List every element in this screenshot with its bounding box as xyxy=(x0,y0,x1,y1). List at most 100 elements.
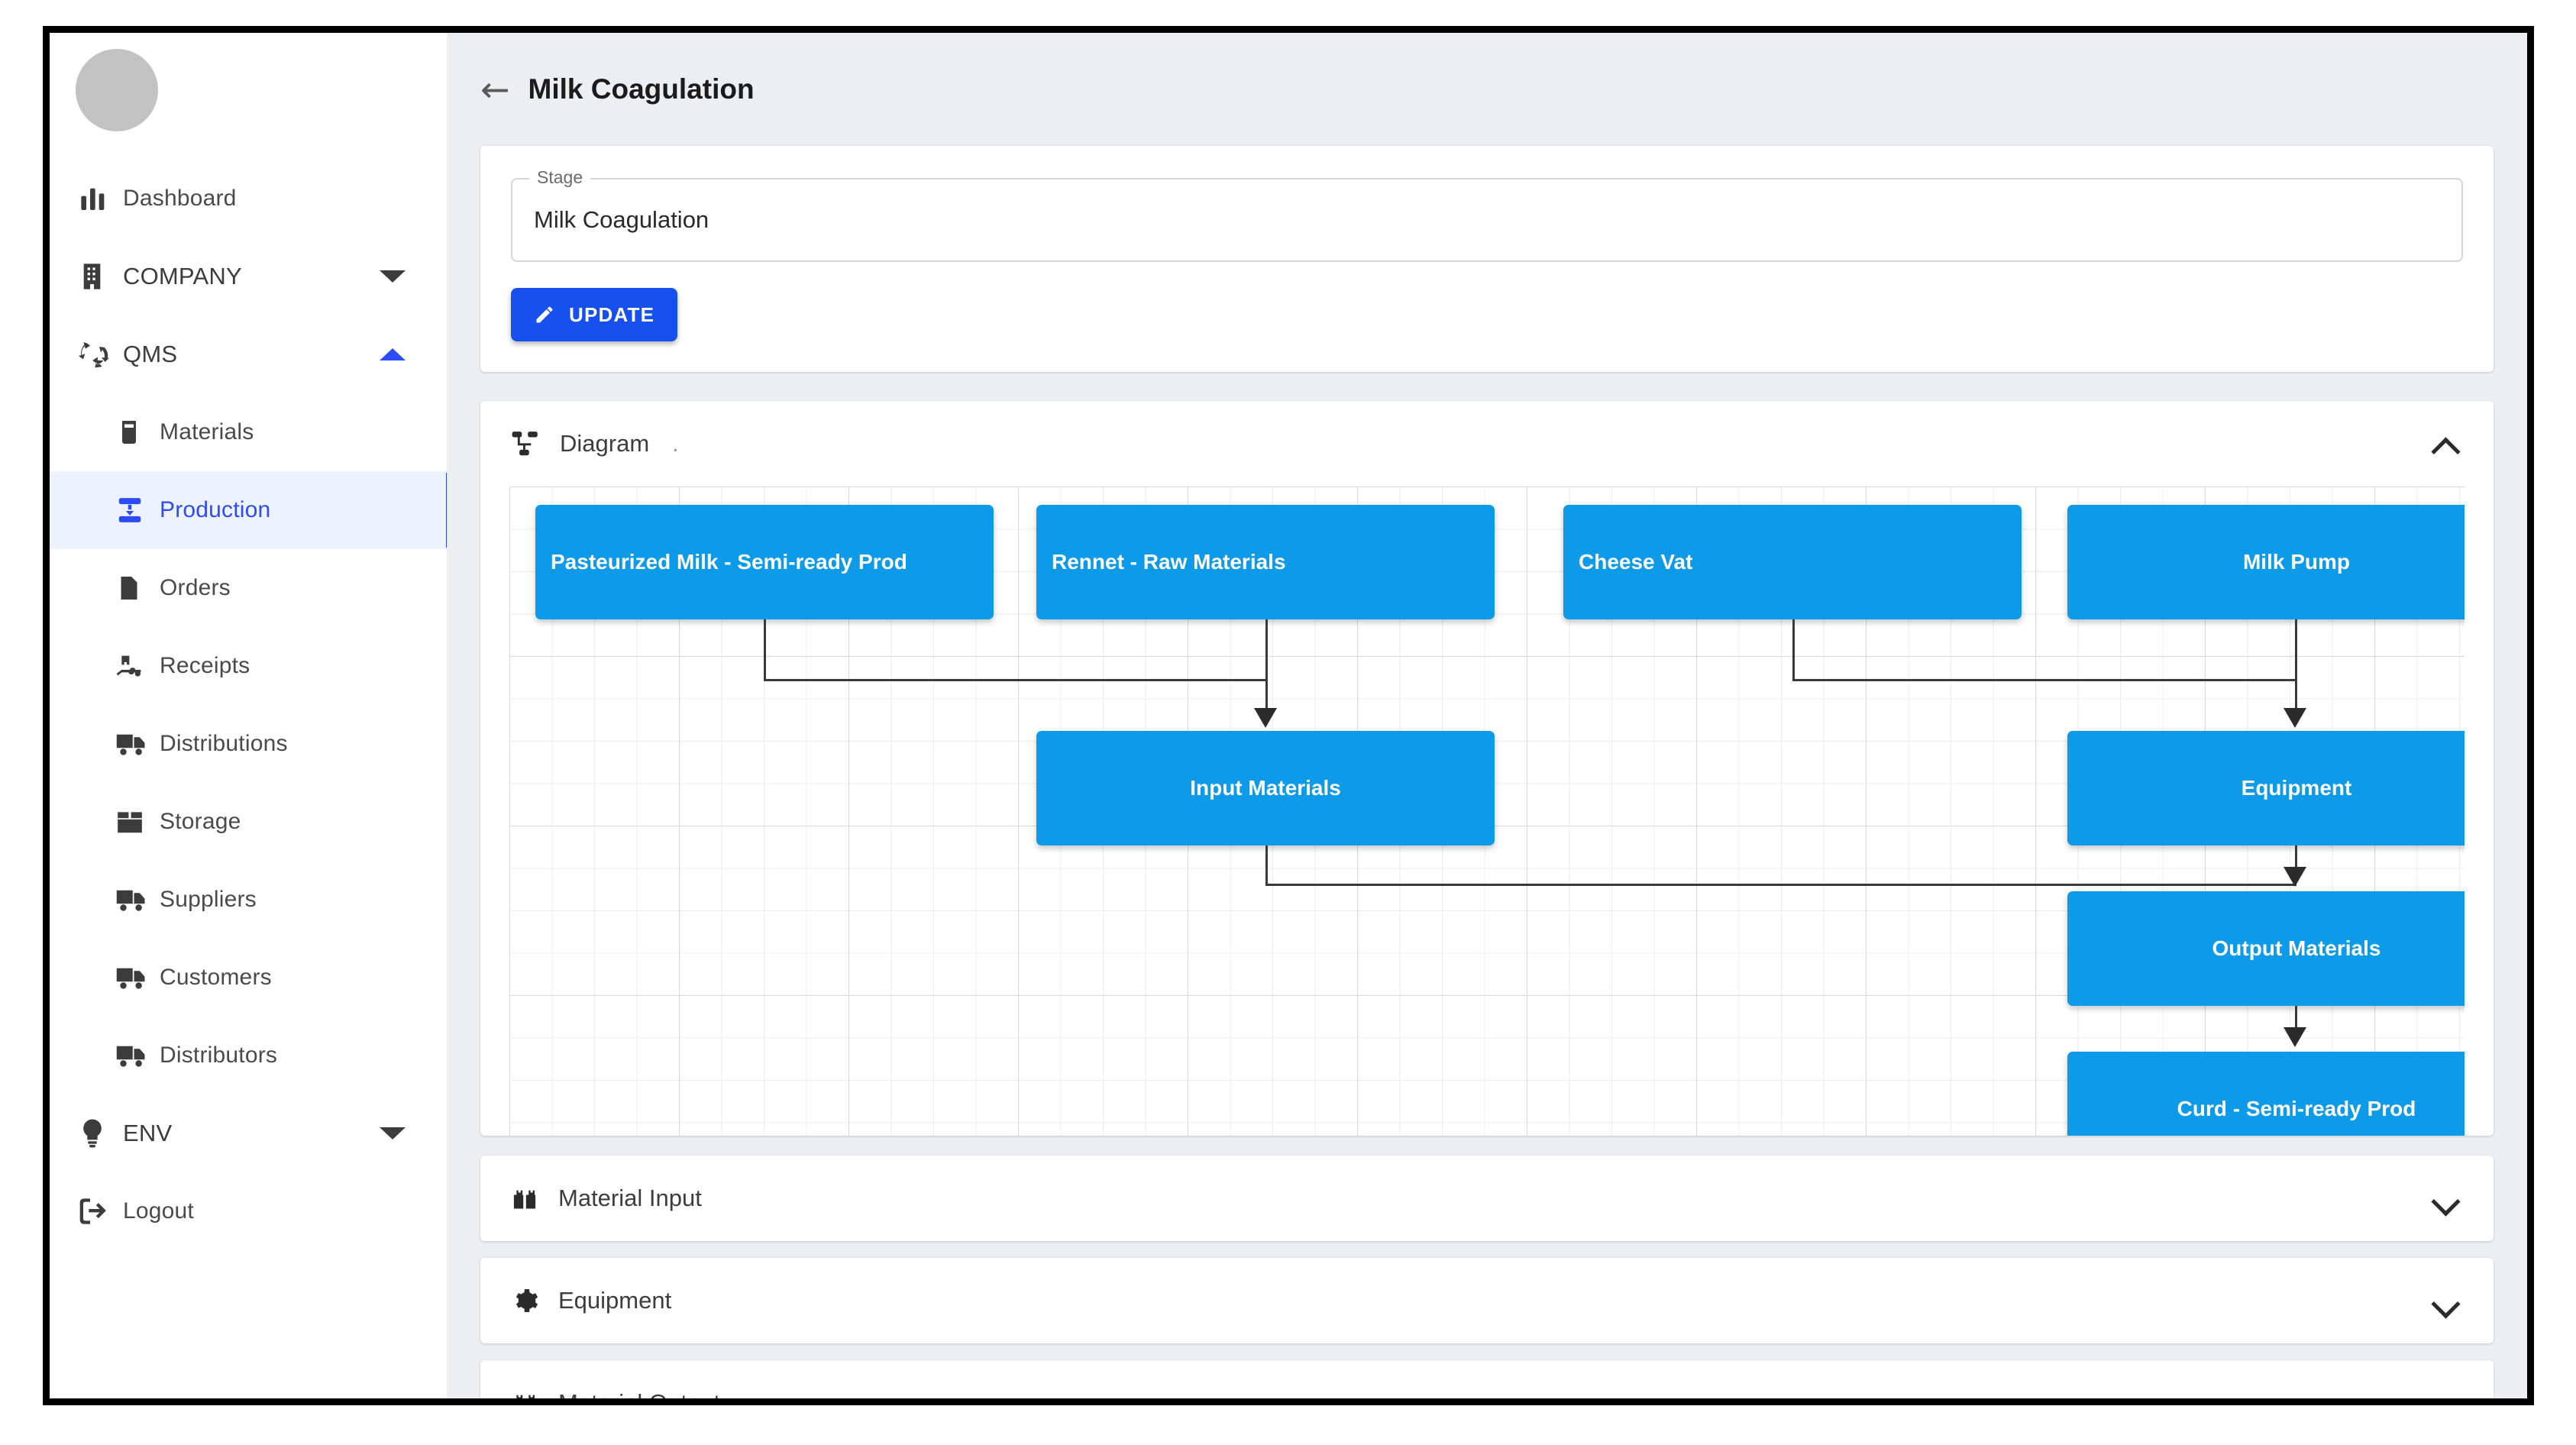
node-label: Output Materials xyxy=(2212,936,2381,960)
sidebar-nav: Dashboard COMPANY QMS xyxy=(50,147,451,1250)
node-label: Curd - Semi-ready Prod xyxy=(2177,1097,2416,1120)
chevron-down-icon[interactable] xyxy=(2432,1390,2458,1398)
main-content: ← Milk Coagulation Stage Milk Coagulatio… xyxy=(447,33,2527,1398)
sidebar-item-label: Materials xyxy=(160,419,254,444)
chevron-down-icon[interactable] xyxy=(380,270,406,283)
diagram-node-output-materials[interactable]: Output Materials xyxy=(2067,891,2464,1006)
sidebar-item-distributors[interactable]: Distributors xyxy=(50,1017,447,1094)
building-icon xyxy=(79,261,123,292)
diagram-panel: Diagram . Pasteurized Milk - Semi-ready … xyxy=(480,401,2494,1136)
sidebar-item-receipts[interactable]: Receipts xyxy=(50,627,447,705)
page-title: Milk Coagulation xyxy=(528,73,755,105)
boxes-icon xyxy=(511,1185,538,1212)
bar-chart-icon xyxy=(79,183,123,214)
chevron-down-icon[interactable] xyxy=(2432,1185,2458,1211)
gear-icon xyxy=(511,1287,538,1314)
edge-milkpump-to-equipment xyxy=(2295,619,2297,711)
pallet-truck-icon xyxy=(115,652,160,680)
sidebar-item-company[interactable]: COMPANY xyxy=(50,238,447,315)
box-icon xyxy=(115,808,160,836)
node-label: Pasteurized Milk - Semi-ready Prod xyxy=(551,550,907,574)
section-header[interactable]: Material Input xyxy=(480,1156,2494,1241)
sidebar-item-label: Storage xyxy=(160,809,241,834)
sidebar-item-orders[interactable]: Orders xyxy=(50,549,447,627)
node-label: Equipment xyxy=(2241,776,2352,800)
sidebar-item-label: Orders xyxy=(160,575,231,600)
update-button[interactable]: UPDATE xyxy=(511,288,678,341)
section-material-input: Material Input xyxy=(480,1156,2494,1241)
edge-output-to-curd xyxy=(2295,1006,2297,1030)
sidebar-item-suppliers[interactable]: Suppliers xyxy=(50,861,447,939)
diagram-node-cheese-vat[interactable]: Cheese Vat xyxy=(1563,505,2022,619)
section-header[interactable]: Material Output xyxy=(480,1360,2494,1398)
chevron-down-icon[interactable] xyxy=(2432,1288,2458,1314)
chevron-down-icon[interactable] xyxy=(380,1127,406,1140)
chevron-up-icon[interactable] xyxy=(380,348,406,360)
truck-icon xyxy=(115,1043,160,1068)
sidebar-item-storage[interactable]: Storage xyxy=(50,783,447,861)
page-header: ← Milk Coagulation xyxy=(447,33,2527,146)
diagram-node-icon xyxy=(511,429,540,458)
edge-pasteurized-to-input-seg2 xyxy=(764,679,1268,681)
arrow-head-curd xyxy=(2283,1027,2306,1047)
node-label: Input Materials xyxy=(1190,776,1341,800)
sidebar-item-label: Distributions xyxy=(160,731,288,756)
sidebar-item-qms[interactable]: QMS xyxy=(50,315,447,393)
diagram-node-rennet[interactable]: Rennet - Raw Materials xyxy=(1036,505,1495,619)
truck-icon xyxy=(115,731,160,757)
sidebar-item-distributions[interactable]: Distributions xyxy=(50,705,447,783)
diagram-panel-title: Diagram xyxy=(560,430,650,457)
sidebar-item-label: ENV xyxy=(123,1120,173,1146)
diagram-node-curd[interactable]: Curd - Semi-ready Prod xyxy=(2067,1052,2464,1136)
bottom-sections: Material Input Equipment xyxy=(447,1156,2527,1398)
diagram-canvas[interactable]: Pasteurized Milk - Semi-ready Prod Renne… xyxy=(509,487,2464,1136)
back-arrow-icon[interactable]: ← xyxy=(480,69,510,110)
pencil-icon xyxy=(534,304,555,325)
diagram-panel-header[interactable]: Diagram . xyxy=(480,401,2494,487)
sidebar-item-label: QMS xyxy=(123,341,178,367)
diagram-node-equipment[interactable]: Equipment xyxy=(2067,731,2464,845)
sidebar-item-label: Suppliers xyxy=(160,887,257,912)
sidebar-item-label: Logout xyxy=(123,1198,194,1224)
sidebar-item-label: Distributors xyxy=(160,1043,278,1068)
sidebar-item-label: Receipts xyxy=(160,653,250,678)
diagram-node-input-materials[interactable]: Input Materials xyxy=(1036,731,1495,845)
sidebar: Dashboard COMPANY QMS xyxy=(50,33,451,1398)
document-icon xyxy=(115,574,160,602)
chevron-up-icon[interactable] xyxy=(2432,431,2458,457)
app-window: Dashboard COMPANY QMS xyxy=(43,26,2534,1405)
production-icon xyxy=(115,496,160,525)
sidebar-item-materials[interactable]: Materials xyxy=(50,393,447,471)
stage-field[interactable]: Stage Milk Coagulation xyxy=(511,167,2463,262)
sidebar-item-customers[interactable]: Customers xyxy=(50,939,447,1017)
stage-panel: Stage Milk Coagulation UPDATE xyxy=(480,146,2494,372)
recycle-icon xyxy=(79,339,123,370)
sidebar-item-logout[interactable]: Logout xyxy=(50,1172,447,1250)
sidebar-item-label: COMPANY xyxy=(123,263,242,289)
section-title: Material Input xyxy=(558,1185,702,1211)
edge-pasteurized-to-input-seg1 xyxy=(764,619,766,680)
node-label: Rennet - Raw Materials xyxy=(1052,550,1286,574)
diagram-node-pasteurized-milk[interactable]: Pasteurized Milk - Semi-ready Prod xyxy=(535,505,994,619)
section-material-output: Material Output xyxy=(480,1360,2494,1398)
stage-field-label: Stage xyxy=(529,167,591,188)
diagram-node-milk-pump[interactable]: Milk Pump xyxy=(2067,505,2464,619)
edge-cheesevat-to-equipment-seg2 xyxy=(1792,679,2296,681)
sidebar-item-production[interactable]: Production xyxy=(50,471,451,549)
cup-icon xyxy=(115,419,160,446)
edge-cheesevat-to-equipment-seg1 xyxy=(1792,619,1795,680)
sidebar-item-label: Dashboard xyxy=(123,186,237,211)
edge-equipment-to-output xyxy=(2295,845,2297,870)
section-equipment: Equipment xyxy=(480,1258,2494,1343)
sidebar-item-env[interactable]: ENV xyxy=(50,1094,447,1172)
node-label: Milk Pump xyxy=(2242,550,2350,574)
diagram-panel-dot: . xyxy=(672,430,679,457)
arrow-head-equipment xyxy=(2283,708,2306,728)
avatar[interactable] xyxy=(76,49,158,131)
sidebar-item-label: Production xyxy=(160,497,271,522)
edge-input-to-output-seg1 xyxy=(1265,845,1268,885)
sidebar-item-dashboard[interactable]: Dashboard xyxy=(50,160,447,238)
section-header[interactable]: Equipment xyxy=(480,1258,2494,1343)
section-title: Material Output xyxy=(558,1389,720,1398)
update-button-label: UPDATE xyxy=(569,302,655,326)
